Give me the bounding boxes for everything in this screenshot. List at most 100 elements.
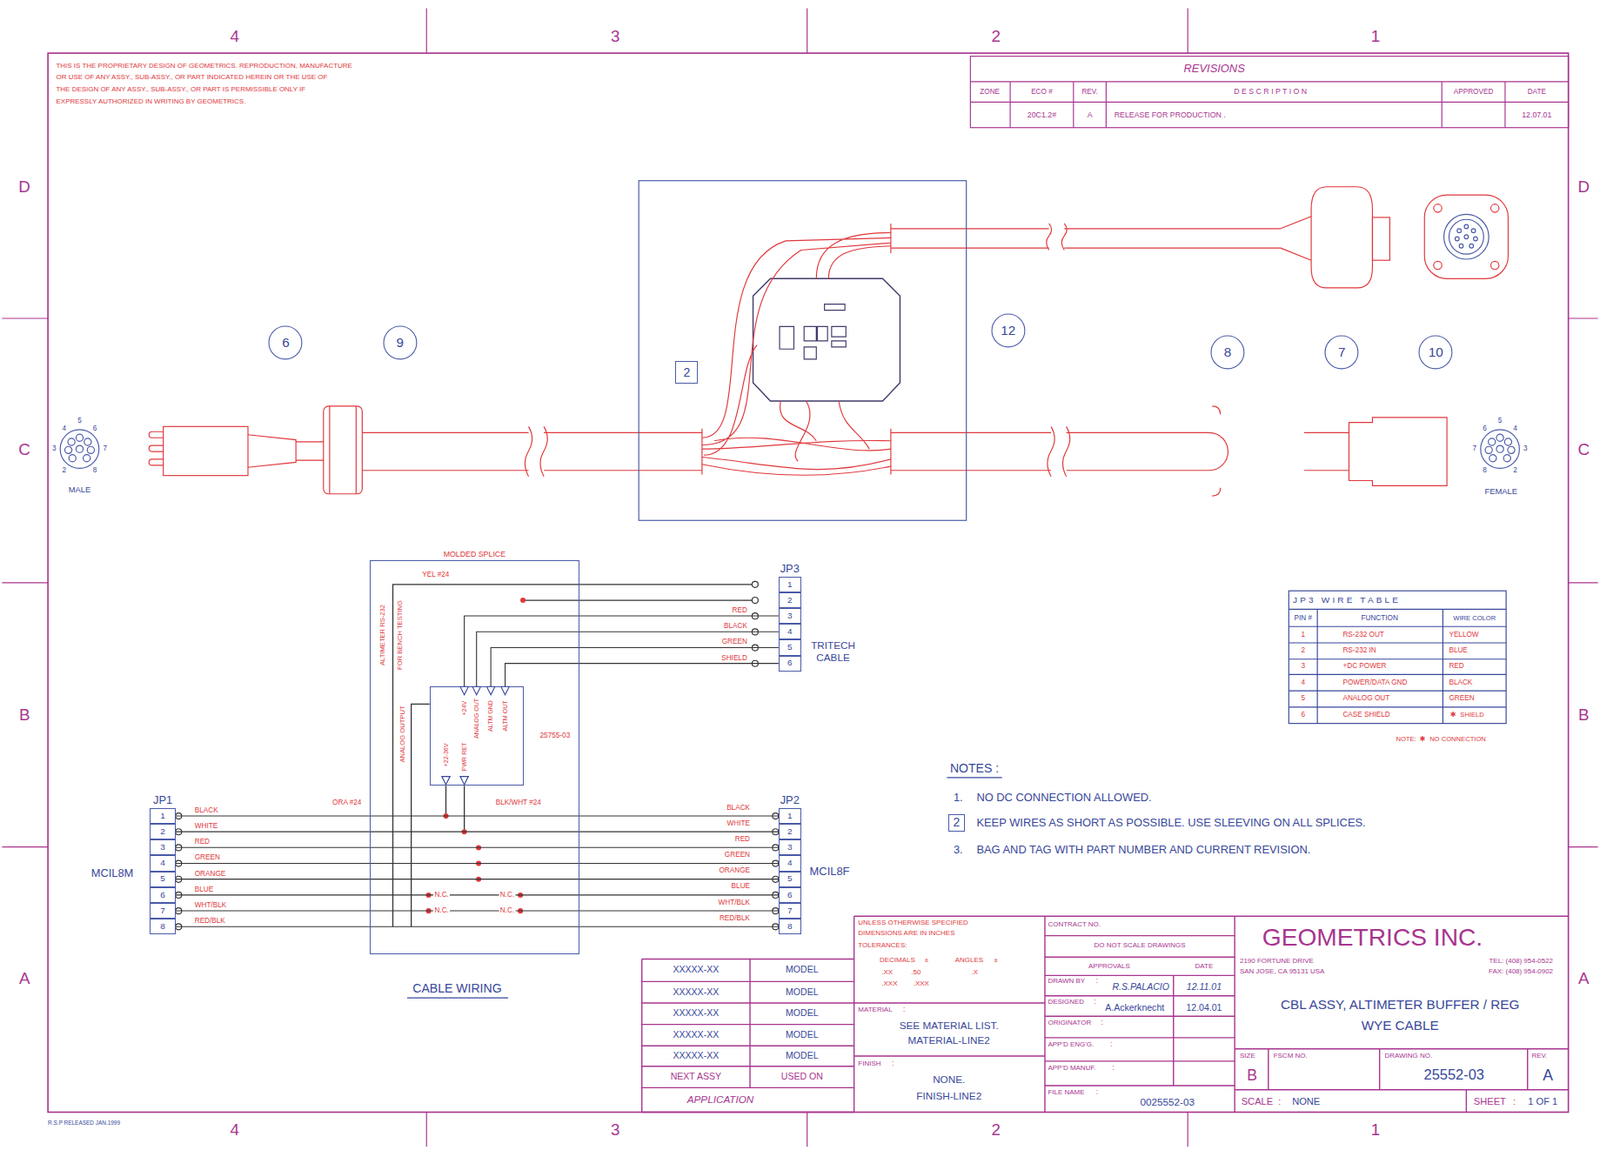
wire bbox=[175, 910, 779, 911]
drawing-label: .50 bbox=[910, 969, 921, 977]
drawing-label: REVISIONS bbox=[1184, 62, 1246, 75]
wire-color-label: WHT/BLK bbox=[194, 902, 227, 911]
drawing-label: PIN # bbox=[1293, 614, 1313, 623]
drawing-label: DRAWN BY bbox=[1047, 977, 1085, 985]
node-label: 12 bbox=[1000, 323, 1016, 338]
drawing-label: 3. bbox=[953, 843, 964, 857]
bulkhead-face bbox=[1424, 194, 1508, 279]
pin-cell: 5 bbox=[149, 871, 175, 888]
drawing-label: 5 bbox=[1300, 695, 1306, 703]
drawing-label: DRAWING NO. bbox=[1385, 1052, 1433, 1060]
pin-cell: 2 bbox=[778, 823, 802, 840]
drawing-label: NONE. bbox=[932, 1074, 965, 1085]
drawing-label: APPROVALS bbox=[1088, 962, 1131, 970]
drawing-label: C bbox=[1577, 441, 1590, 459]
drawing-label: ECO # bbox=[1030, 87, 1053, 96]
drawing-label: : bbox=[891, 1060, 894, 1069]
drawing-label: +24V bbox=[461, 701, 468, 717]
pin-cell: 2 bbox=[778, 592, 802, 609]
drawing-label: MCIL8M bbox=[91, 867, 134, 880]
drawing-label: 2 bbox=[62, 466, 67, 475]
drawing-label: ALTM GND bbox=[487, 700, 494, 732]
drawing-label: .XX bbox=[881, 969, 893, 977]
callout-circle bbox=[1419, 335, 1453, 369]
wire-color-label: ORANGE bbox=[194, 870, 227, 879]
drawing-label: 1 bbox=[1300, 630, 1306, 639]
drawing-label: MATERIAL bbox=[857, 1006, 892, 1014]
drawing-label: APPROVED bbox=[1453, 87, 1494, 96]
wire bbox=[490, 647, 779, 687]
drawing-label: 3 bbox=[610, 1122, 620, 1140]
bulkhead-insert-inner bbox=[1448, 219, 1484, 255]
buffer-module-box: 25755-03 bbox=[429, 686, 524, 786]
nut-ridges bbox=[329, 406, 356, 495]
drawing-label: N.C. bbox=[499, 907, 516, 916]
drawing-label: GREEN bbox=[1448, 695, 1474, 703]
drawing-label: D E S C R I P T I O N bbox=[1233, 87, 1307, 96]
drawing-label: XXXXX-XX bbox=[672, 987, 719, 998]
drawing-label: SEE MATERIAL LIST. bbox=[899, 1020, 999, 1031]
node-label: 8 bbox=[160, 922, 166, 931]
wire bbox=[464, 615, 779, 687]
node-label: 5 bbox=[787, 874, 793, 884]
node-label: 4 bbox=[787, 858, 793, 868]
female-plug-body bbox=[1304, 417, 1447, 487]
wire-color-label: RED/BLK bbox=[194, 918, 226, 927]
callout-number: 10 bbox=[1418, 334, 1453, 370]
cable-illustration bbox=[60, 180, 1520, 522]
drawing-label: RED/BLK bbox=[719, 915, 750, 924]
node-heading: JP1 bbox=[153, 794, 173, 807]
drawing-label: MCIL8F bbox=[810, 865, 851, 878]
zone-ticks bbox=[1, 7, 1598, 1147]
drawing-label: MODEL bbox=[785, 1051, 819, 1061]
drawing-label: ± bbox=[993, 956, 998, 964]
coupling-nut bbox=[323, 406, 363, 495]
drawing-label: .XXX bbox=[881, 979, 898, 987]
node-label: 3 bbox=[787, 611, 793, 621]
drawing-label: ANALOG OUT bbox=[1342, 695, 1390, 703]
node-label: 6 bbox=[787, 890, 793, 900]
drawing-label: WHITE bbox=[727, 819, 750, 828]
drawing-label: XXXXX-XX bbox=[672, 1030, 719, 1040]
drawing-label: 2 bbox=[990, 27, 1000, 46]
drawing-label: 7 bbox=[103, 445, 108, 454]
cable-wiring-schematic bbox=[175, 581, 779, 931]
drawing-label: DIMENSIONS ARE IN INCHES bbox=[857, 930, 955, 938]
drawing-label: CASE SHIELD bbox=[1342, 711, 1390, 720]
drawing-label: MODEL bbox=[785, 1009, 819, 1019]
drawing-label: 12.11.01 bbox=[1186, 983, 1222, 993]
drawing-label: EXPRESSLY AUTHORIZED IN WRITING BY GEOME… bbox=[56, 98, 247, 106]
drawing-label: RS-232 IN bbox=[1342, 647, 1376, 656]
drawing-label: THE DESIGN OF ANY ASSY., SUB-ASSY., OR P… bbox=[56, 86, 307, 94]
wire bbox=[505, 663, 779, 688]
connector-block: 12345678JP1 bbox=[149, 808, 175, 935]
sheet-frame bbox=[1, 7, 1598, 1147]
pin-cell: 4 bbox=[149, 855, 175, 871]
drawing-label: SHEET bbox=[1473, 1097, 1507, 1108]
node-label: 4 bbox=[787, 627, 793, 636]
node-heading: JP2 bbox=[780, 794, 800, 807]
pin-cell: 3 bbox=[778, 608, 802, 624]
drawing-label: DECIMALS bbox=[879, 956, 916, 964]
callout-number: 7 bbox=[1324, 334, 1359, 370]
node-heading: MOLDED SPLICE bbox=[443, 550, 506, 559]
drawing-label: ✱ bbox=[1450, 711, 1457, 720]
splice-dot bbox=[426, 597, 527, 914]
drawing-label: FEMALE bbox=[1484, 488, 1518, 498]
drawing-label: 3 bbox=[1300, 662, 1306, 671]
drawing-label: APP'D MANUF. bbox=[1047, 1064, 1096, 1072]
drawing-label: ZONE bbox=[979, 87, 1000, 96]
node-label: 1 bbox=[787, 811, 793, 821]
drawing-label: : bbox=[1093, 997, 1096, 1006]
drawing-label: 3 bbox=[52, 445, 57, 454]
drawing-label: APPLICATION bbox=[687, 1094, 755, 1105]
drawing-label: SAN JOSE, CA 95131 USA bbox=[1239, 967, 1325, 975]
pin-cell: 2 bbox=[149, 823, 175, 840]
male-pin-contacts bbox=[148, 431, 163, 466]
drawing-label: CBL ASSY, ALTIMETER BUFFER / REG bbox=[1280, 997, 1520, 1012]
drawing-label: 3 bbox=[1523, 445, 1528, 454]
pin-cell: 1 bbox=[149, 808, 175, 824]
node-label: 1 bbox=[160, 811, 166, 821]
drawing-label: MODEL bbox=[785, 987, 819, 998]
wire-color-label: BLACK bbox=[194, 807, 219, 816]
